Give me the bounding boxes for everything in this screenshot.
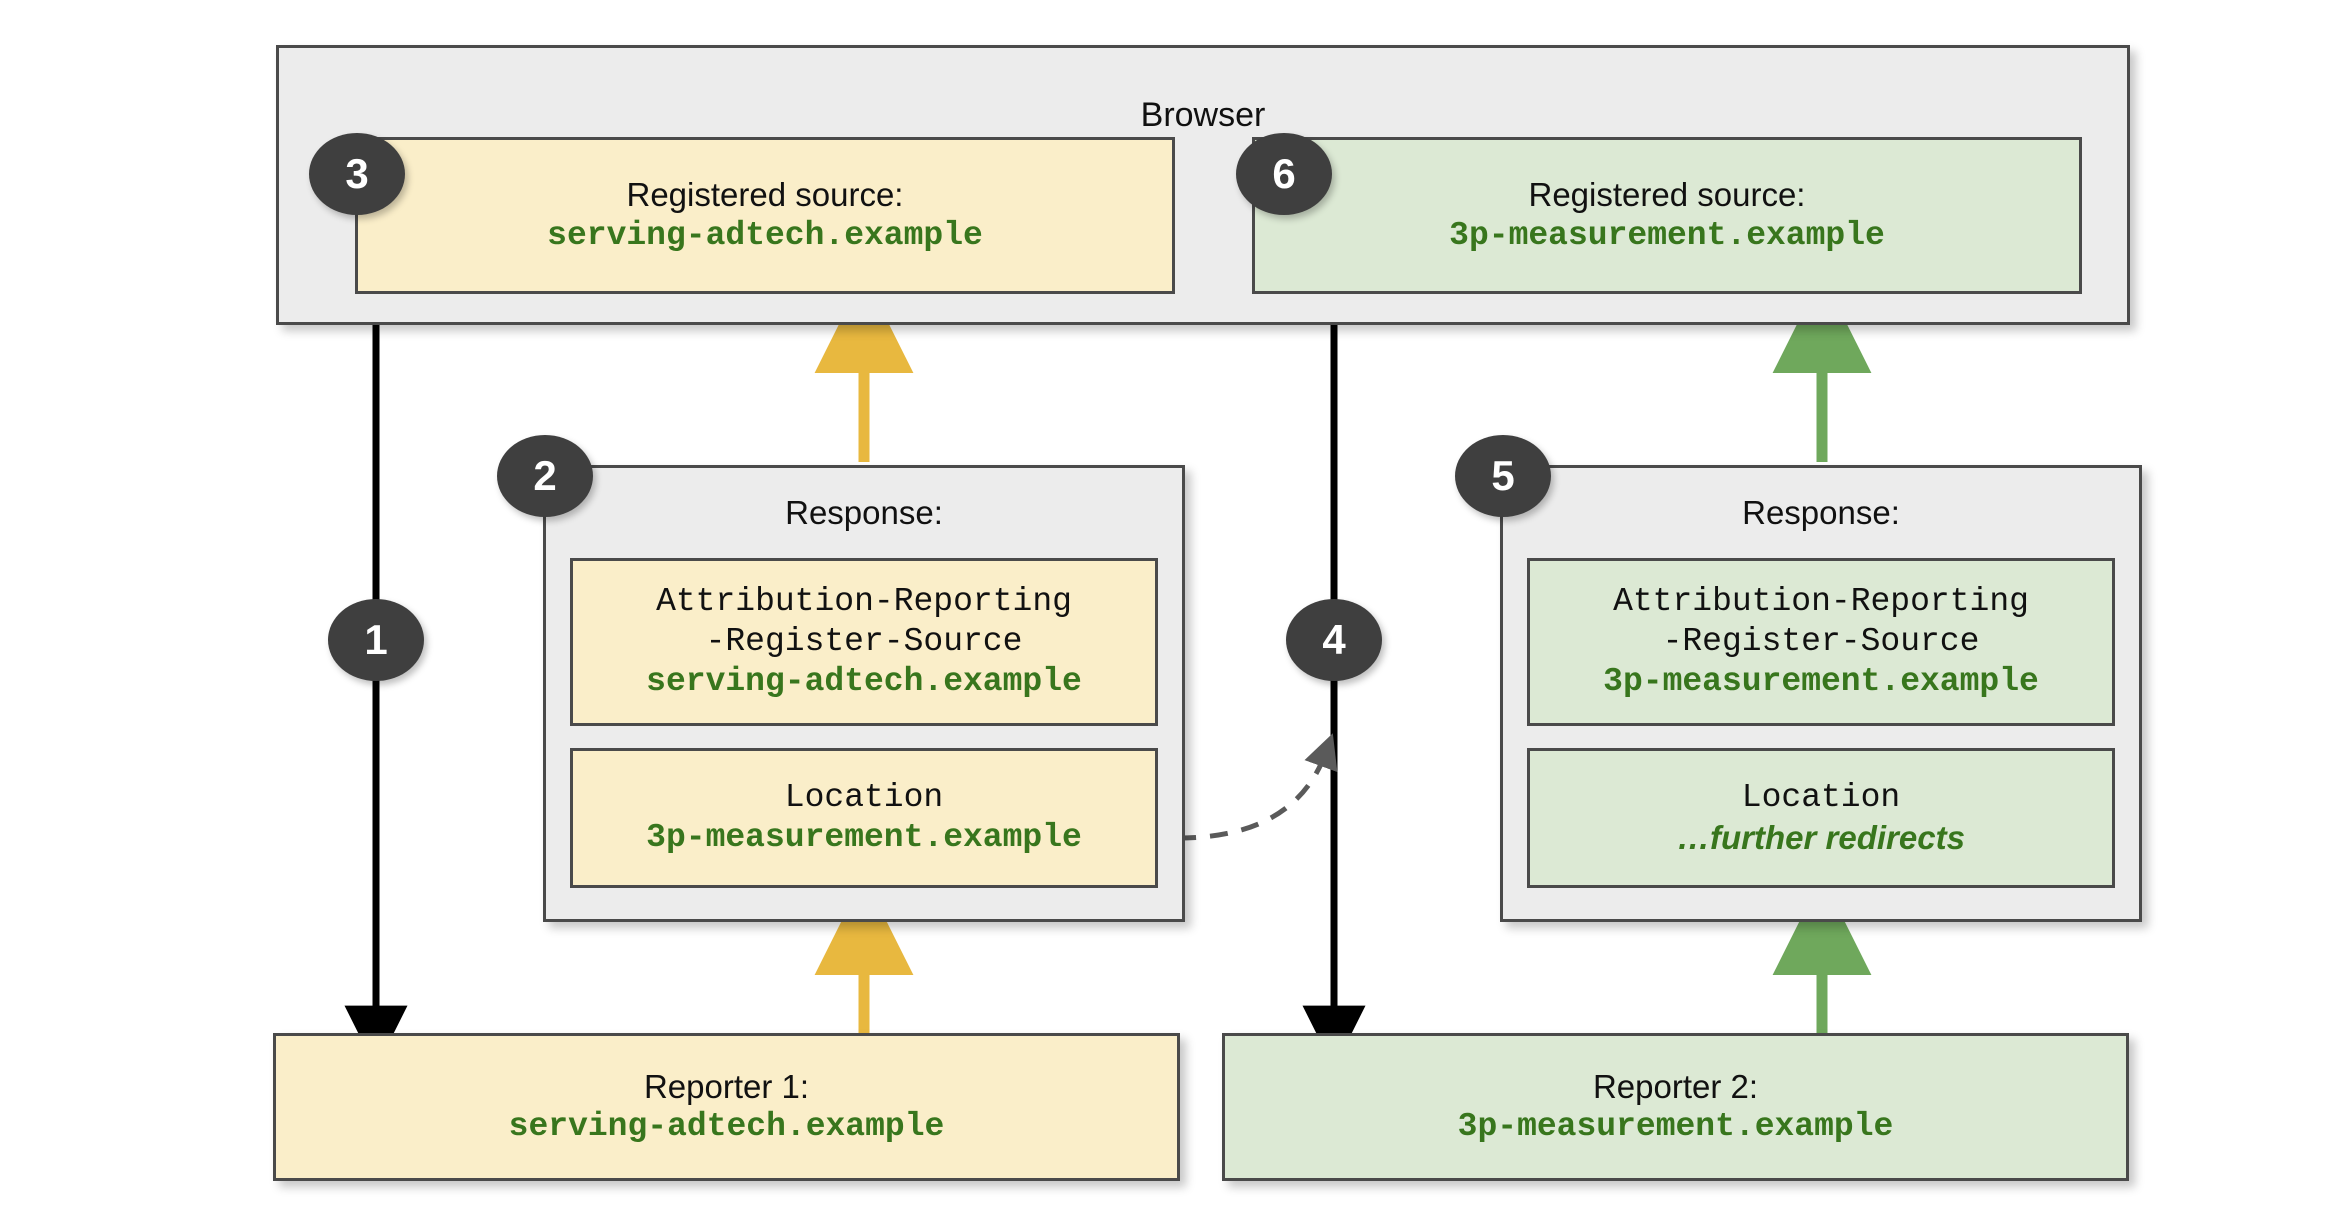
response-header-location-2: Location …further redirects xyxy=(1527,748,2115,888)
response-header-register-source-1: Attribution-Reporting -Register-Source s… xyxy=(570,558,1158,726)
header-name-location-2: Location xyxy=(1741,778,1901,816)
header-value-1: serving-adtech.example xyxy=(646,663,1082,701)
reporter-2-box: Reporter 2: 3p-measurement.example xyxy=(1222,1033,2129,1181)
header-name-line2-2: -Register-Source xyxy=(1662,622,1980,660)
header-name-line1-1: Attribution-Reporting xyxy=(656,582,1072,620)
browser-label: Browser xyxy=(1140,96,1266,134)
header-value-2: 3p-measurement.example xyxy=(1603,663,2039,701)
reporter-1-value: serving-adtech.example xyxy=(508,1108,945,1145)
header-value-location-1: 3p-measurement.example xyxy=(646,819,1082,856)
reporter-1-box: Reporter 1: serving-adtech.example xyxy=(273,1033,1180,1181)
registered-source-serving-adtech: Registered source: serving-adtech.exampl… xyxy=(355,137,1175,294)
step-badge-6: 6 xyxy=(1236,133,1332,215)
step-badge-3: 3 xyxy=(309,133,405,215)
header-name-line1-2: Attribution-Reporting xyxy=(1613,582,2029,620)
response-heading-5: Response: xyxy=(1742,494,1900,531)
step-badge-1: 1 xyxy=(328,599,424,681)
header-name-line2-1: -Register-Source xyxy=(705,622,1023,660)
reporter-2-heading: Reporter 2: xyxy=(1592,1067,1759,1105)
registered-source-value-1: serving-adtech.example xyxy=(547,216,983,254)
header-value-location-2: …further redirects xyxy=(1677,819,1965,856)
step-badge-2: 2 xyxy=(497,435,593,517)
arrow-redirect-dashed xyxy=(1177,733,1338,841)
registered-source-heading-1: Registered source: xyxy=(626,176,904,214)
response-header-location-1: Location 3p-measurement.example xyxy=(570,748,1158,888)
registered-source-value-2: 3p-measurement.example xyxy=(1449,216,1885,254)
reporter-1-heading: Reporter 1: xyxy=(643,1067,810,1105)
step-badge-4: 4 xyxy=(1286,599,1382,681)
response-heading-2: Response: xyxy=(785,494,943,531)
response-header-register-source-2: Attribution-Reporting -Register-Source 3… xyxy=(1527,558,2115,726)
registered-source-3p-measurement: Registered source: 3p-measurement.exampl… xyxy=(1252,137,2082,294)
header-name-location-1: Location xyxy=(784,778,944,816)
reporter-2-value: 3p-measurement.example xyxy=(1457,1108,1894,1145)
registered-source-heading-2: Registered source: xyxy=(1528,176,1806,214)
step-badge-5: 5 xyxy=(1455,435,1551,517)
